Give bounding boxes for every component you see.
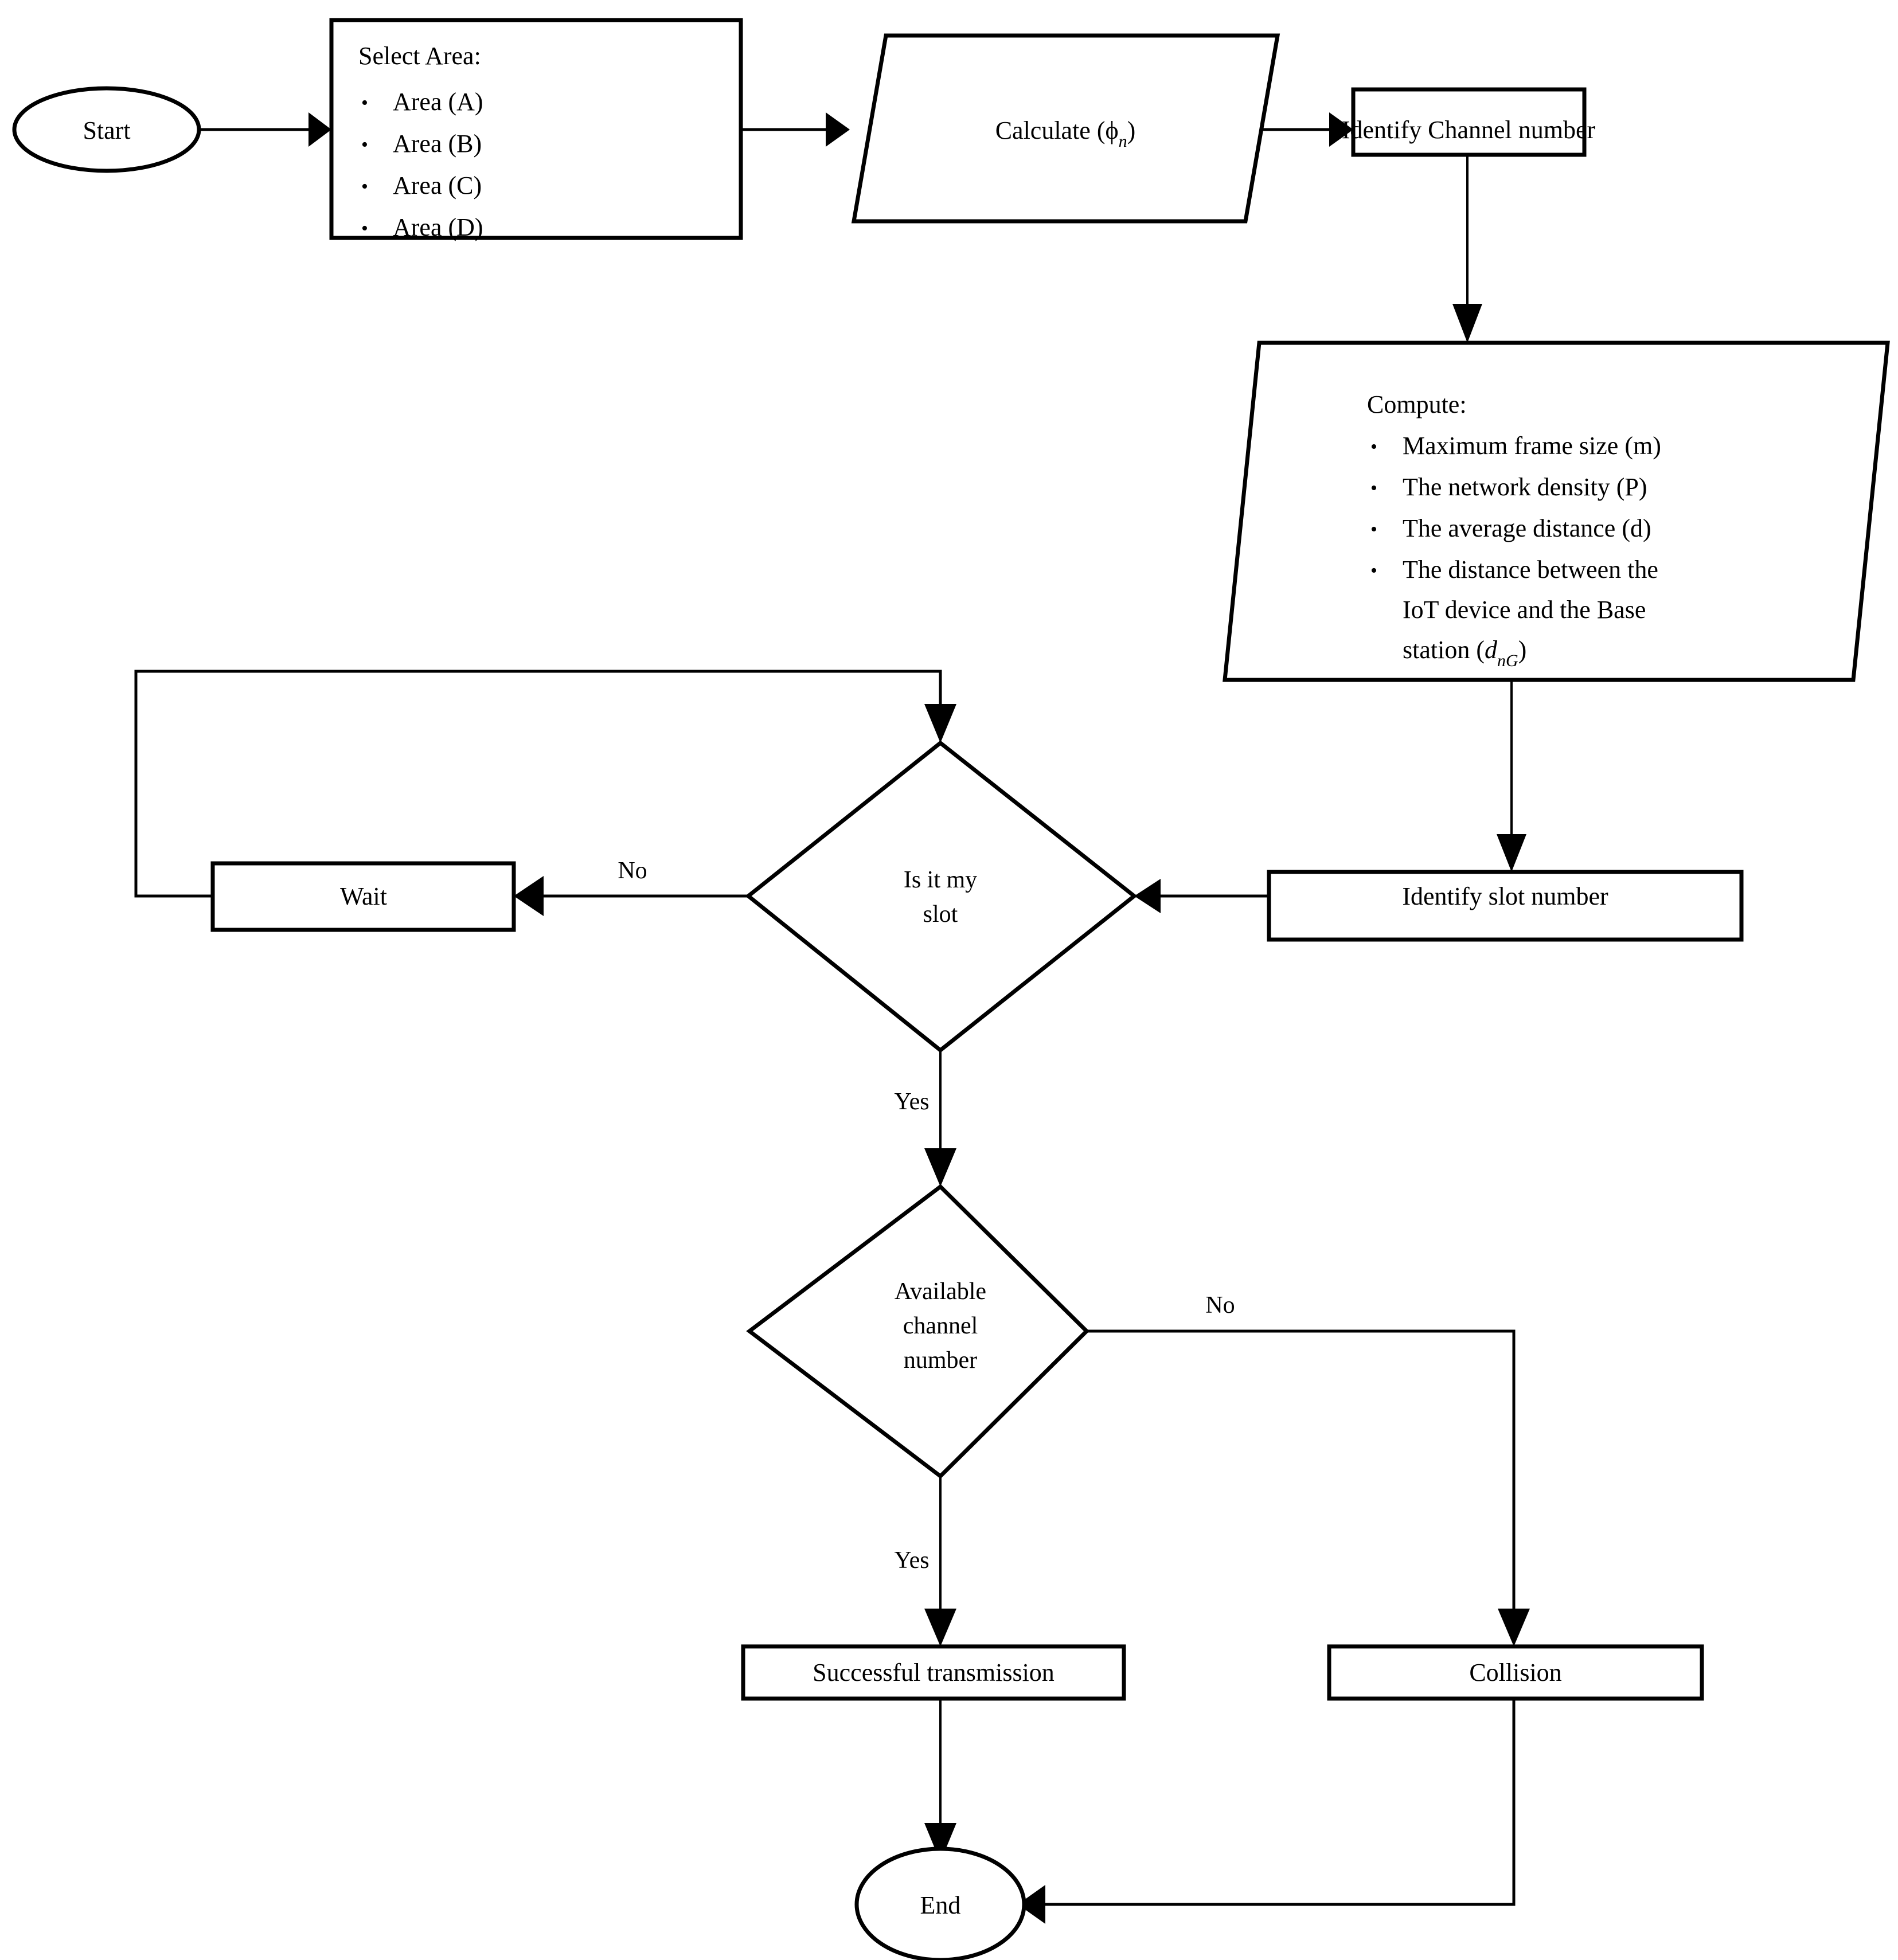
edge-label-channel-no: No: [1205, 1292, 1235, 1319]
node-start[interactable]: Start: [12, 86, 201, 173]
node-end-label: End: [920, 1891, 961, 1919]
edge-available-channel-to-successful: [924, 1476, 956, 1646]
node-collision-label: Collision: [1469, 1658, 1561, 1687]
compute-item-label: The average distance (d): [1403, 514, 1651, 542]
node-available-channel-label-line2: channel: [903, 1313, 978, 1339]
edge-successful-to-end: [924, 1699, 956, 1862]
compute-heading: Compute:: [1367, 390, 1467, 418]
node-start-label: Start: [83, 116, 130, 144]
edge-wait-to-is-my-slot: [134, 670, 956, 898]
compute-item-label: Maximum frame size (m): [1403, 432, 1661, 460]
select-area-item-label: Area (A): [393, 88, 483, 116]
bullet-icon: •: [1370, 436, 1377, 457]
compute-item-label: The network density (P): [1403, 473, 1647, 501]
bullet-icon: •: [361, 176, 368, 197]
edge-compute-to-identify-slot: [1497, 680, 1526, 872]
node-is-my-slot[interactable]: Is it my slot: [745, 740, 1138, 1053]
node-compute[interactable]: Compute: • Maximum frame size (m) • The …: [1223, 341, 1890, 682]
bullet-icon: •: [1370, 519, 1377, 540]
node-is-my-slot-label-line2: slot: [923, 901, 958, 928]
select-area-heading: Select Area:: [358, 42, 481, 70]
node-available-channel-label-line3: number: [904, 1347, 977, 1374]
node-wait-label: Wait: [340, 882, 387, 910]
edge-is-my-slot-to-wait: [514, 876, 748, 916]
node-successful-transmission[interactable]: Successful transmission: [741, 1644, 1126, 1701]
node-select-area[interactable]: Select Area: • Area (A) • Area (B) • Are…: [329, 18, 743, 241]
node-calculate-phi-label: Calculate (ϕn): [995, 116, 1136, 151]
edge-available-channel-to-collision: [1087, 1329, 1530, 1646]
list-item: • Area (D): [361, 213, 483, 241]
list-item: • Maximum frame size (m): [1370, 432, 1661, 460]
edge-is-my-slot-to-available-channel: [924, 1050, 956, 1187]
node-calculate-phi[interactable]: Calculate (ϕn): [851, 33, 1280, 224]
node-available-channel[interactable]: Available channel number: [746, 1184, 1089, 1479]
edge-select-area-to-calculate: [741, 112, 850, 147]
list-item: • Area (C): [361, 171, 482, 199]
list-item: • Area (B): [361, 130, 482, 158]
node-is-my-slot-label-line1: Is it my: [904, 867, 977, 893]
compute-item-line-symbolic: station (dnG): [1403, 636, 1526, 670]
node-wait[interactable]: Wait: [210, 861, 516, 932]
compute-item-line: IoT device and the Base: [1403, 596, 1646, 624]
edge-label-channel-yes: Yes: [894, 1547, 929, 1574]
bullet-icon: •: [361, 218, 368, 239]
list-item: • Area (A): [361, 88, 483, 116]
node-identify-channel-label: Identify Channel number: [1342, 116, 1596, 144]
edge-label-slot-yes: Yes: [894, 1089, 929, 1115]
select-area-list: • Area (A) • Area (B) • Area (C) • Area …: [361, 88, 483, 241]
node-identify-channel[interactable]: Identify Channel number: [1342, 87, 1596, 157]
list-item: • The average distance (d): [1370, 514, 1651, 542]
bullet-icon: •: [1370, 560, 1377, 581]
compute-item-line: The distance between the: [1403, 555, 1658, 584]
edge-start-to-select-area: [199, 112, 331, 147]
node-available-channel-label-line1: Available: [895, 1278, 986, 1305]
node-end[interactable]: End: [854, 1846, 1026, 1960]
select-area-item-label: Area (D): [393, 213, 483, 241]
compute-list: • Maximum frame size (m) • The network d…: [1370, 432, 1661, 670]
node-collision[interactable]: Collision: [1327, 1644, 1704, 1701]
edge-identify-channel-to-compute: [1452, 155, 1482, 343]
bullet-icon: •: [1370, 478, 1377, 499]
select-area-item-label: Area (B): [393, 130, 482, 158]
list-item: • The network density (P): [1370, 473, 1647, 501]
edge-label-slot-no: No: [618, 858, 647, 884]
node-identify-slot-label: Identify slot number: [1402, 882, 1608, 910]
select-area-item-label: Area (C): [393, 171, 482, 199]
edge-collision-to-end: [1018, 1699, 1516, 1924]
bullet-icon: •: [361, 92, 368, 114]
bullet-icon: •: [361, 134, 368, 155]
list-item: • The distance between the IoT device an…: [1370, 555, 1658, 670]
edge-identify-slot-to-is-my-slot: [1134, 879, 1269, 913]
node-identify-slot[interactable]: Identify slot number: [1267, 870, 1744, 942]
node-successful-transmission-label: Successful transmission: [813, 1658, 1055, 1687]
